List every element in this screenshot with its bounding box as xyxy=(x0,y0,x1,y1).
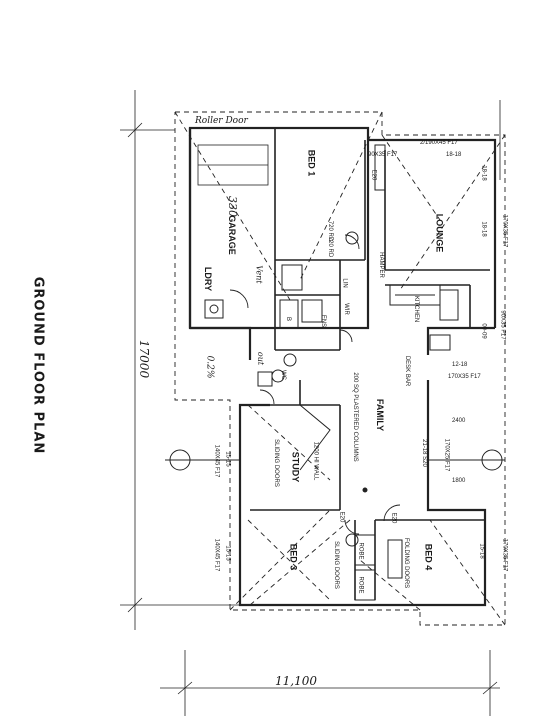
dim-e20-a: E20 xyxy=(370,169,377,181)
overall-width-dim: 11,100 xyxy=(275,674,317,688)
room-label-ens: ENS xyxy=(320,314,327,328)
handwritten-note-2: out xyxy=(256,351,266,366)
dim-21-18: 21-18 S20 xyxy=(420,439,427,467)
room-label-bed3: BED 3 xyxy=(288,543,299,571)
folding-doors-note: FOLDING DOORS xyxy=(403,537,410,589)
dim-720: 720 RD xyxy=(327,236,334,258)
wet-area-fixtures xyxy=(204,264,323,367)
dim-2400: 2400 xyxy=(452,418,466,424)
page-title: GROUND FLOOR PLAN xyxy=(30,276,46,455)
room-label-ldry: LDRY xyxy=(203,266,214,292)
family-columns xyxy=(257,371,331,471)
room-label-study: STUDY xyxy=(290,451,301,483)
dim-170x35-a: 170X35 F17 xyxy=(501,214,508,248)
dim-top-beam: 2/190X45 F17 xyxy=(420,140,458,146)
handwritten-vent: Vent xyxy=(254,265,264,284)
room-label-bed1: BED 1 xyxy=(306,149,317,177)
room-label-lounge: LOUNGE xyxy=(434,213,445,253)
dim-e20-c: E20 xyxy=(390,512,397,524)
external-walls xyxy=(188,126,497,607)
roller-door-note: Roller Door xyxy=(195,116,248,126)
columns-note: 200 SQ PLASTERED COLUMNS xyxy=(352,372,358,462)
dim-1800: 1800 xyxy=(452,478,466,484)
lin-note: LIN xyxy=(341,278,348,288)
overall-length-dim: 17000 xyxy=(137,339,152,379)
handwritten-330: 330 xyxy=(226,196,239,217)
room-label-bed4: BED 4 xyxy=(423,543,434,571)
dim-170x25: 170X25 F17 xyxy=(443,438,450,472)
dim-e20-b: E20 xyxy=(338,511,345,523)
dim-15-15-b: 15-15 xyxy=(224,545,231,561)
dim-18-18: 18-18 xyxy=(446,152,462,158)
room-label-kitchen: KITCHEN xyxy=(413,295,420,323)
room-label-wir: WIR xyxy=(342,303,349,315)
desk-bar-note: DESK BAR xyxy=(404,355,411,387)
roof-outline xyxy=(174,111,506,626)
kitchen-benches xyxy=(389,284,459,351)
dim-15-18: 15-18 xyxy=(478,543,485,559)
dim-140x45-a: 140X45 F17 xyxy=(213,444,220,478)
dim-18-18-b: 18-18 xyxy=(480,221,487,237)
dim-12-18: 12-18 xyxy=(452,362,468,368)
room-label-garage: GARAGE xyxy=(226,215,237,255)
room-label-robe2: ROBE xyxy=(357,576,364,594)
garage-car xyxy=(197,144,269,186)
dim-170x35-c: 170X35 F17 xyxy=(501,538,508,572)
room-label-wc: WC xyxy=(280,370,286,380)
dim-140x45-b: 140X45 F17 xyxy=(213,538,220,572)
sliding-doors-bed3-note: SLIDING DOORS xyxy=(332,541,339,589)
dim-15-15-a: 15-15 xyxy=(224,451,231,467)
dim-90x35-b: 90X35 F17 xyxy=(499,310,506,340)
room-label-family: FAMILY xyxy=(375,398,386,432)
dimension-lines xyxy=(120,90,501,716)
misc-boxes xyxy=(354,144,403,601)
room-label-robe1: ROBE xyxy=(357,542,364,560)
hamper-note: HAMPER xyxy=(377,252,384,278)
section-markers xyxy=(165,231,505,547)
dim-18-18-c: 18-18 xyxy=(480,165,487,181)
handwritten-note-1: 0.2% xyxy=(204,355,215,379)
room-label-bath: B xyxy=(285,316,292,322)
dim-09-09: 09-09 xyxy=(480,323,487,339)
sliding-doors-study-note: SLIDING DOORS xyxy=(272,439,279,487)
dim-170x35-b: 170X35 F17 xyxy=(448,374,481,380)
dim-90x35: 90X35 F17 xyxy=(368,152,398,158)
hi-wall-note: 1200 HI WALL xyxy=(312,441,319,481)
